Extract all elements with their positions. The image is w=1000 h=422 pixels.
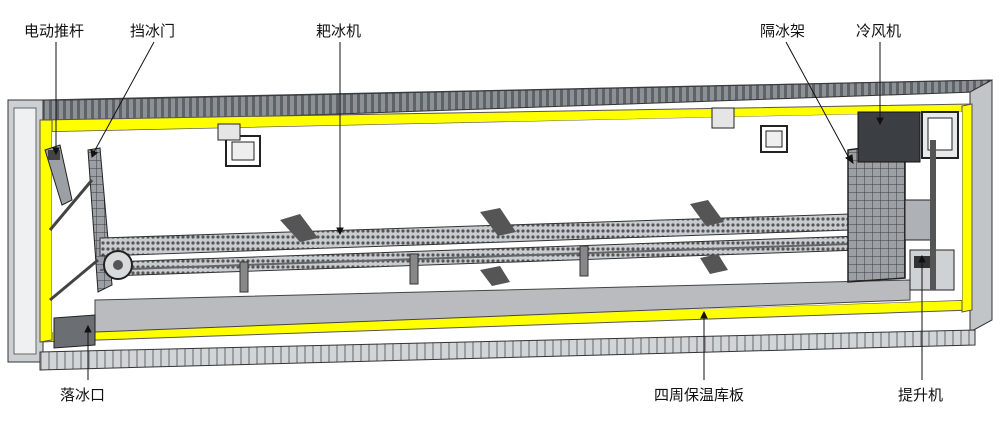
leader-lines bbox=[52, 41, 926, 380]
insulation-right bbox=[961, 103, 973, 313]
vent bbox=[711, 107, 735, 129]
label-ice-separator: 隔冰架 bbox=[760, 22, 806, 40]
ice-outlet bbox=[53, 314, 96, 349]
label-electric-pusher: 电动推杆 bbox=[24, 22, 85, 40]
vent bbox=[217, 123, 241, 141]
label-rake-machine: 耙冰机 bbox=[316, 22, 362, 40]
bottom-wall bbox=[39, 329, 976, 371]
air-cooler bbox=[857, 111, 921, 163]
label-insulation: 四周保温库板 bbox=[654, 386, 745, 404]
label-ice-door: 挡冰门 bbox=[130, 22, 176, 40]
label-ice-outlet: 落冰口 bbox=[60, 386, 106, 404]
label-lift: 提升机 bbox=[898, 386, 944, 404]
ice-separator bbox=[847, 141, 906, 283]
right-end-frame bbox=[969, 79, 993, 333]
label-air-cooler: 冷风机 bbox=[856, 22, 902, 40]
insulation-left bbox=[39, 119, 53, 343]
